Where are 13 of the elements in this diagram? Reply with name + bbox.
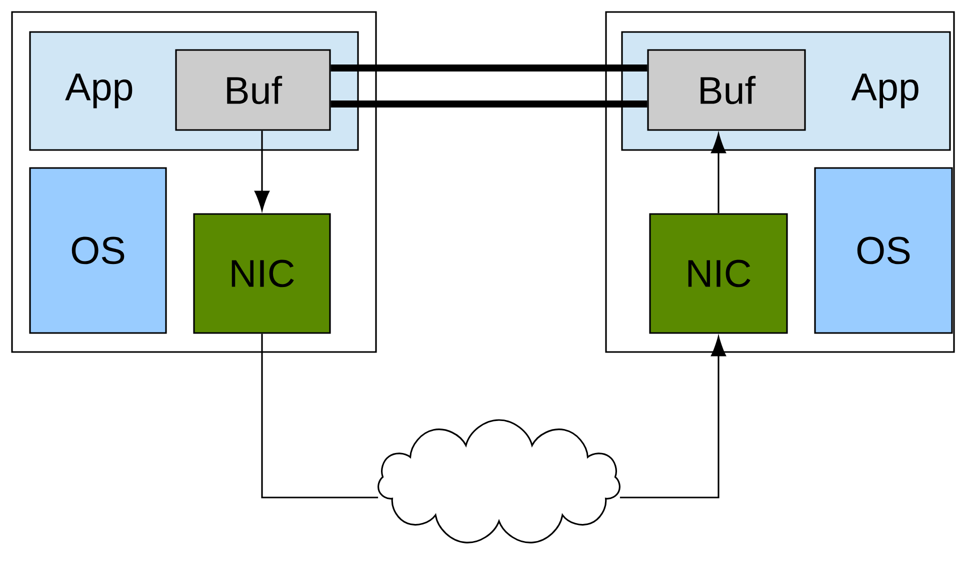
cable-line [261,334,378,498]
buffer-box: Buf [175,49,331,131]
os-box: OS [814,167,953,334]
buffer-box: Buf [647,49,806,131]
os-box: OS [29,167,167,334]
nic-box: NIC [193,213,331,334]
nic-box: NIC [649,213,788,334]
arrow [254,130,270,211]
arrow [711,133,726,214]
arrow [620,336,726,498]
network-cloud [378,419,620,544]
connection-line [330,100,648,108]
connection-line [330,64,648,72]
